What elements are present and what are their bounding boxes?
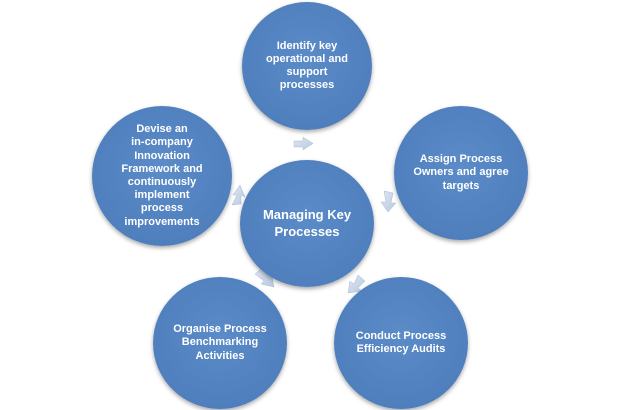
step-benchmarking: Organise Process Benchmarking Activities (153, 277, 287, 409)
cycle-arrow-left-top (293, 136, 314, 151)
step-identify-processes: Identify key operational and support pro… (242, 2, 372, 130)
step-identify-processes-label: Identify key operational and support pro… (266, 39, 348, 92)
step-conduct-audits-label: Conduct Process Efficiency Audits (355, 329, 447, 355)
cycle-arrow-top-right (380, 190, 397, 213)
step-assign-owners-label: Assign Process Owners and agree targets (413, 153, 509, 192)
step-assign-owners: Assign Process Owners and agree targets (394, 106, 528, 240)
step-innovation-framework: Devise an in-company Innovation Framewor… (92, 106, 232, 246)
step-innovation-framework-label: Devise an in-company Innovation Framewor… (121, 123, 203, 228)
center-node-label: Managing Key Processes (262, 206, 352, 239)
center-node: Managing Key Processes (240, 160, 374, 287)
step-benchmarking-label: Organise Process Benchmarking Activities (173, 323, 267, 362)
step-conduct-audits: Conduct Process Efficiency Audits (334, 277, 468, 409)
